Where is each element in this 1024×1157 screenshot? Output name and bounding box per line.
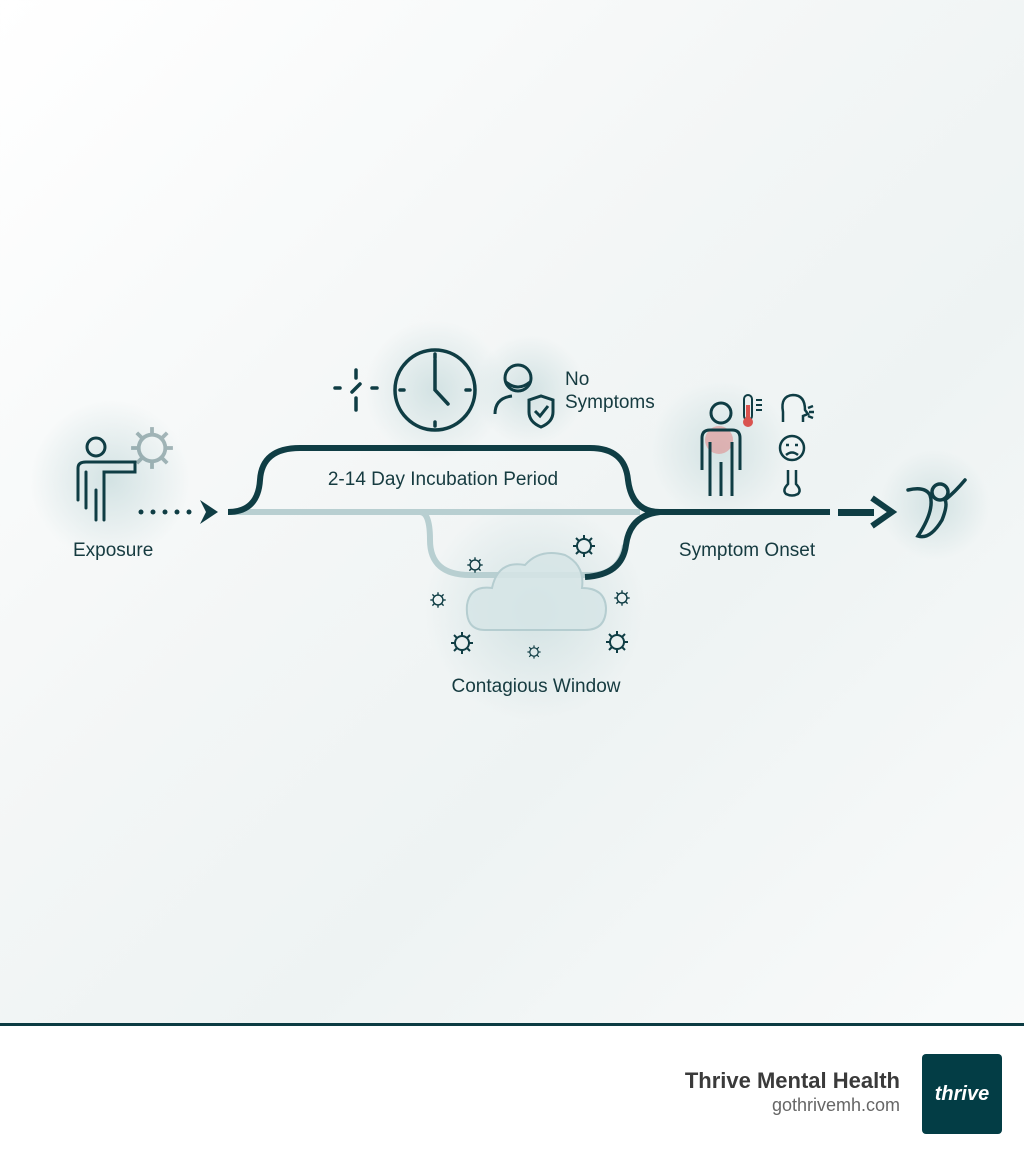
contagious-bracket-end [584, 509, 661, 580]
onset-arrow [838, 495, 898, 529]
symptom-highlight [705, 426, 733, 454]
no-symptoms-label-line2: Symptoms [565, 392, 655, 413]
glow [650, 380, 790, 520]
thrive-logo: thrive [922, 1054, 1002, 1134]
coughing-head-icon [781, 393, 814, 422]
cloud-icon [465, 552, 608, 631]
dotted-arrow [138, 500, 218, 524]
glow [30, 400, 190, 560]
glow [880, 450, 990, 560]
thermometer-icon [743, 394, 762, 427]
no-symptoms-label-line1: No [565, 369, 589, 390]
incubation-label: 2-14 Day Incubation Period [328, 469, 558, 490]
footer: Thrive Mental Health gothrivemh.com thri… [0, 1023, 1024, 1157]
brand-name: Thrive Mental Health [684, 1068, 900, 1093]
incubation-timeline-diagram: Exposure 2-14 Day Incubation Period No S… [30, 320, 990, 720]
brand-block: Thrive Mental Health gothrivemh.com [685, 1068, 900, 1116]
glow [475, 335, 585, 445]
incubation-bracket [227, 445, 830, 515]
masked-person-shield-icon [493, 363, 555, 429]
exposure-label: Exposure [73, 540, 153, 561]
contagious-window-label: Contagious Window [452, 676, 621, 697]
sick-person-icon [700, 401, 742, 496]
brand-url[interactable]: gothrivemh.com [771, 1095, 900, 1115]
person-pointing-icon [76, 436, 137, 522]
recovered-person-icon [906, 478, 967, 539]
clock-icon [333, 348, 477, 432]
sad-face-icon [778, 434, 806, 462]
nose-icon [783, 470, 801, 497]
symptom-onset-label: Symptom Onset [679, 540, 816, 561]
